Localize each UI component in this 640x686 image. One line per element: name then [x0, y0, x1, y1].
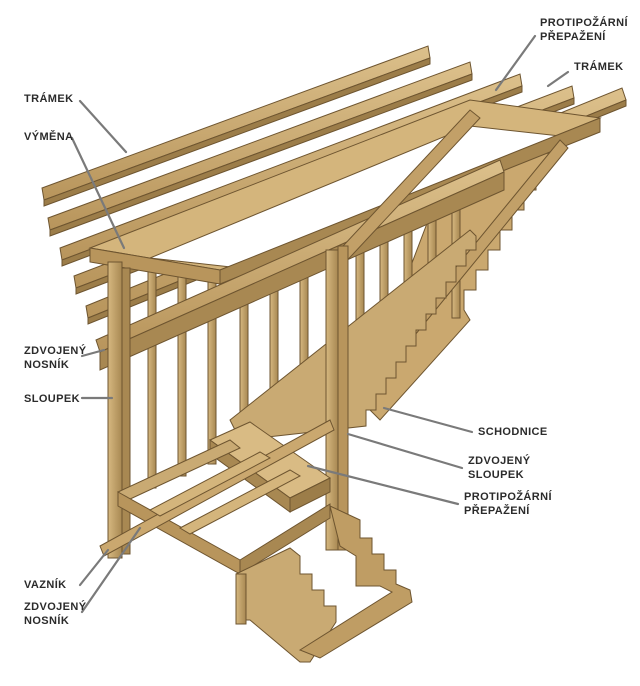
label-sloupek: SLOUPEK [24, 393, 80, 405]
lower-post [235, 573, 247, 625]
floor-board [178, 469, 302, 535]
leader-vaznik [78, 548, 110, 587]
main-stringer [229, 229, 477, 441]
leader-zdvojeny-nosnik-mid [80, 348, 106, 358]
leader-protipozarni-bottom [306, 464, 460, 506]
label-protipozarni-top: PROTIPOŽÁRNÍ PŘEPAŽENÍ [540, 17, 628, 43]
landing-side [289, 477, 331, 513]
lower-flight [235, 505, 413, 663]
main-stringer-body [229, 229, 477, 441]
label-tramek-right: TRÁMEK [574, 61, 624, 73]
leader-vymena [70, 136, 126, 250]
label-zdvojeny-nosnik-bottom: ZDVOJENÝ NOSNÍK [24, 601, 87, 627]
front-posts [107, 245, 349, 559]
doubled-beam [95, 159, 505, 371]
corner-post-inner [121, 267, 131, 555]
label-tramek-left: TRÁMEK [24, 93, 74, 105]
label-zdvojeny-sloupek: ZDVOJENÝ SLOUPEK [468, 455, 531, 481]
joist-1-side [43, 57, 431, 207]
leader-zdvojeny-nosnik-bottom [80, 526, 142, 614]
floor-frame [99, 419, 335, 575]
label-zdvojeny-nosnik-mid: ZDVOJENÝ NOSNÍK [24, 345, 87, 371]
joist-2-side [49, 73, 473, 237]
leader-tramek-right [546, 70, 570, 88]
lower-stringer-right [298, 505, 413, 659]
floor-rim-right [239, 503, 331, 575]
leader-zdvojeny-sloupek [346, 432, 464, 470]
label-schodnice: SCHODNICE [478, 426, 548, 438]
doubled-post-b [337, 245, 349, 551]
leader-schodnice [382, 406, 474, 434]
label-vaznik: VAZNÍK [24, 579, 67, 591]
label-protipozarni-bottom: PROTIPOŽÁRNÍ PŘEPAŽENÍ [464, 491, 552, 517]
leader-tramek-left [78, 99, 128, 154]
leader-protipozarni-top [494, 34, 537, 92]
lower-stringer-left [235, 547, 337, 663]
floor-board [148, 451, 272, 517]
label-vymena: VÝMĚNA [24, 131, 74, 143]
